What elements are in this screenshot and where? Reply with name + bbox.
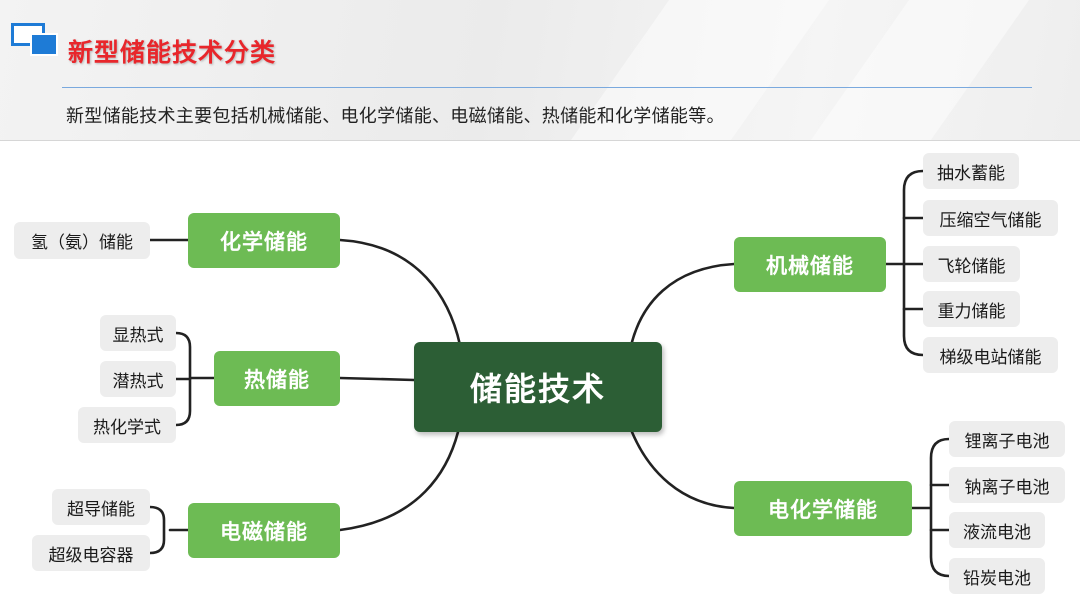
connector-chemical: [338, 238, 462, 347]
branch-electrochemical: 电化学储能: [734, 481, 912, 536]
leaf-mech-compressed-air: 压缩空气储能: [923, 200, 1058, 236]
leaf-mech-flywheel: 飞轮储能: [923, 246, 1020, 282]
leaf-mech-cascade: 梯级电站储能: [923, 337, 1058, 373]
connector-electrochemical-mid: [929, 483, 951, 532]
leaf-ec-lead-carbon: 铅炭电池: [949, 558, 1045, 594]
logo-icon-inner: [30, 33, 58, 56]
connector-electrochemical: [630, 430, 736, 510]
connector-mechanical-mid: [902, 216, 925, 311]
branch-electromagnetic: 电磁储能: [188, 503, 340, 558]
connector-mechanical: [630, 262, 736, 344]
leaf-mech-pumped-hydro: 抽水蓄能: [923, 153, 1019, 189]
title-divider: [62, 87, 1032, 88]
page-title: 新型储能技术分类: [68, 38, 277, 67]
branch-thermal: 热储能: [214, 351, 340, 406]
leaf-em-superconducting: 超导储能: [52, 489, 150, 525]
slide-header: 新型储能技术分类 新型储能技术主要包括机械储能、电化学储能、电磁储能、热储能和化…: [0, 0, 1080, 141]
connector-electromagnetic-leaves: [148, 505, 190, 555]
branch-mechanical: 机械储能: [734, 237, 886, 292]
leaf-ec-flow: 液流电池: [949, 512, 1045, 548]
leaf-ec-lithium: 锂离子电池: [949, 421, 1065, 457]
branch-chemical: 化学储能: [188, 213, 340, 268]
leaf-mech-gravity: 重力储能: [923, 291, 1020, 327]
connector-electrochemical-leaves: [910, 437, 951, 578]
leaf-chemical-hydrogen: 氢（氨）储能: [14, 222, 150, 259]
leaf-em-supercapacitor: 超级电容器: [32, 535, 150, 571]
connector-thermal: [338, 376, 416, 382]
leaf-thermal-sensible: 显热式: [100, 315, 176, 351]
leaf-thermal-thermochemical: 热化学式: [78, 407, 176, 443]
leaf-ec-sodium: 钠离子电池: [949, 467, 1065, 503]
center-node: 储能技术: [414, 342, 662, 432]
connector-electromagnetic: [338, 430, 460, 532]
intro-text: 新型储能技术主要包括机械储能、电化学储能、电磁储能、热储能和化学储能等。: [66, 106, 725, 127]
leaf-thermal-latent: 潜热式: [100, 361, 176, 397]
